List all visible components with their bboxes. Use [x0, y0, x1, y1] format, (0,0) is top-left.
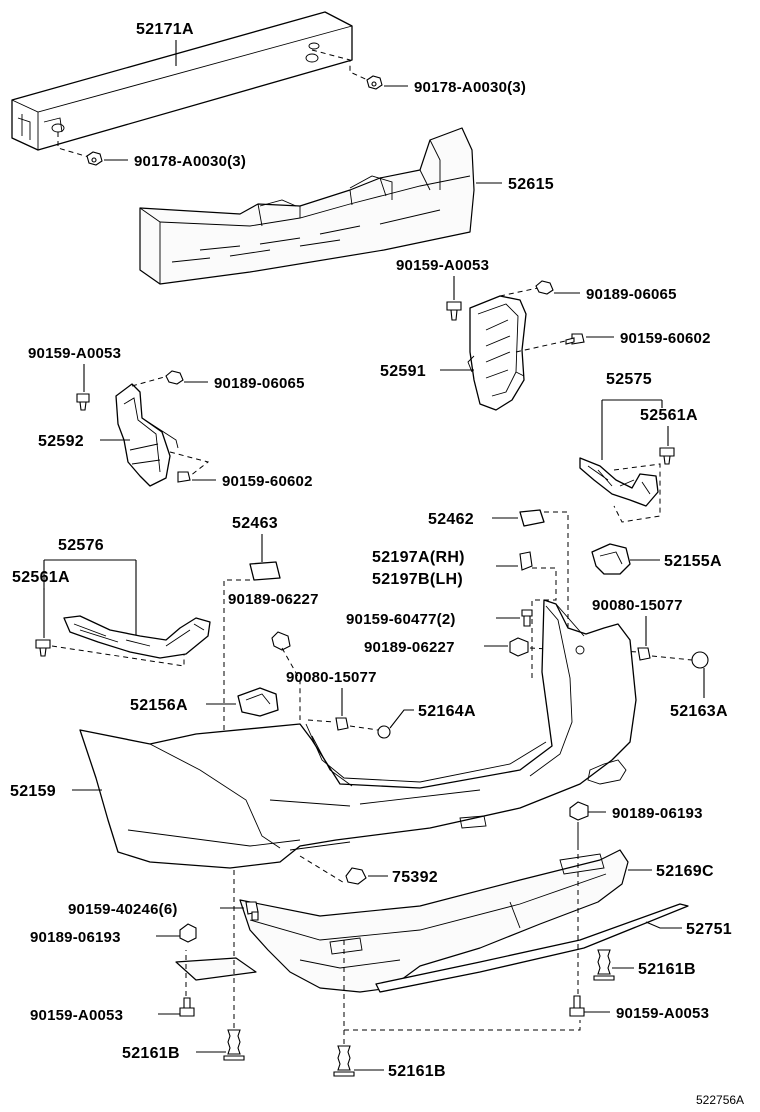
svg-text:75392: 75392	[392, 869, 438, 886]
callout-52161b-left: 52161B	[122, 870, 245, 1062]
callout-52576: 52576	[43, 537, 137, 636]
svg-text:90159-60477(2): 90159-60477(2)	[346, 611, 456, 628]
callout-90189-06193-lh: 90189-06193	[30, 923, 257, 981]
nut-icon: 90178-A0030(3)	[57, 132, 246, 170]
callout-52171a: 52171A	[136, 21, 194, 66]
callout-52161b-center: 52161B	[333, 940, 581, 1080]
svg-text:52561A: 52561A	[640, 407, 698, 424]
callout-52155a: 52155A	[591, 543, 722, 575]
svg-text:52169C: 52169C	[656, 863, 714, 880]
svg-text:52576: 52576	[58, 537, 104, 554]
callout-52161b-rh: 52161B	[593, 949, 696, 981]
bumper-bracket-rh-part	[467, 295, 527, 411]
side-retainer-lh-part	[63, 615, 211, 659]
bumper-reinforcement-part	[11, 11, 353, 151]
callout-90189-06065-lh: 90189-06065	[131, 370, 305, 392]
diagram-reference-id: 522756A	[696, 1093, 744, 1107]
svg-text:52197B(LH): 52197B(LH)	[372, 571, 463, 588]
svg-text:52163A: 52163A	[670, 703, 728, 720]
bumper-bracket-lh-part	[115, 383, 179, 487]
svg-text:90159-A0053: 90159-A0053	[396, 257, 489, 274]
svg-text:90189-06193: 90189-06193	[30, 929, 121, 946]
svg-text:52591: 52591	[380, 363, 426, 380]
svg-text:52171A: 52171A	[136, 21, 194, 38]
svg-text:90080-15077: 90080-15077	[286, 669, 377, 686]
svg-text:90189-06065: 90189-06065	[586, 286, 677, 303]
callout-90159-a0053-lh: 90159-A0053	[28, 345, 121, 411]
callout-52463: 52463	[182, 515, 281, 801]
svg-text:90189-06227: 90189-06227	[364, 639, 455, 656]
callout-52575: 52575	[601, 371, 663, 460]
svg-text:90178-A0030(3): 90178-A0030(3)	[414, 79, 526, 96]
callout-52156a: 52156A	[130, 687, 279, 717]
svg-text:52561A: 52561A	[12, 569, 70, 586]
svg-text:90189-06227: 90189-06227	[228, 591, 319, 608]
callout-52164a: 52164A	[377, 703, 476, 739]
callout-90159-60602: 90159-60602	[515, 330, 711, 353]
svg-text:52197A(RH): 52197A(RH)	[372, 549, 465, 566]
callout-90159-40246: 90159-40246(6)	[68, 901, 259, 921]
callout-52592: 52592	[38, 433, 130, 450]
svg-text:52164A: 52164A	[418, 703, 476, 720]
svg-text:52463: 52463	[232, 515, 278, 532]
svg-text:52751: 52751	[686, 921, 732, 938]
callout-52751: 52751	[645, 921, 732, 938]
svg-text:90189-06065: 90189-06065	[214, 375, 305, 392]
callout-52615: 52615	[476, 176, 554, 193]
svg-text:52462: 52462	[428, 511, 474, 528]
svg-text:52575: 52575	[606, 371, 652, 388]
svg-text:52161B: 52161B	[122, 1045, 180, 1062]
callout-90159-60477: 90159-60477(2)	[346, 609, 533, 628]
svg-text:90159-60602: 90159-60602	[222, 473, 313, 490]
callout-52169c: 52169C	[628, 863, 714, 880]
callout-90159-a0053-rh: 90159-A0053	[569, 826, 709, 1022]
lower-bumper-cover-part	[239, 849, 629, 993]
svg-text:52615: 52615	[508, 176, 554, 193]
svg-text:52592: 52592	[38, 433, 84, 450]
callout-52159: 52159	[10, 783, 102, 800]
svg-text:52155A: 52155A	[664, 553, 722, 570]
callout-90159-a0053: 90159-A0053	[396, 257, 489, 321]
svg-text:90178-A0030(3): 90178-A0030(3)	[134, 153, 246, 170]
nut-icon: 90178-A0030(3)	[311, 49, 526, 96]
svg-text:52161B: 52161B	[388, 1063, 446, 1080]
svg-text:90159-A0053: 90159-A0053	[30, 1007, 123, 1024]
callout-90159-60602-lh: 90159-60602	[169, 451, 313, 490]
callout-90159-a0053-lower: 90159-A0053	[30, 950, 195, 1024]
callout-52591: 52591	[380, 363, 474, 380]
callout-90189-06193-rh: 90189-06193	[569, 801, 703, 850]
svg-text:52161B: 52161B	[638, 961, 696, 978]
callout-90189-06065: 90189-06065	[499, 280, 677, 303]
svg-text:90159-A0053: 90159-A0053	[616, 1005, 709, 1022]
svg-text:52156A: 52156A	[130, 697, 188, 714]
svg-text:52159: 52159	[10, 783, 56, 800]
svg-text:90080-15077: 90080-15077	[592, 597, 683, 614]
callout-90189-06227-a: 90189-06227	[228, 591, 319, 720]
side-retainer-rh-part	[579, 457, 661, 523]
callout-52197a: 52197A(RH) 52197B(LH)	[372, 549, 557, 678]
callout-75392: 75392	[299, 855, 438, 886]
svg-text:90159-60602: 90159-60602	[620, 330, 711, 347]
callout-90080-15077-lh: 90080-15077	[286, 669, 379, 731]
callout-52462: 52462	[428, 509, 569, 680]
callout-52561a-rh: 52561A	[640, 407, 698, 465]
callout-52561a-lh: 52561A	[12, 569, 185, 667]
svg-text:90189-06193: 90189-06193	[612, 805, 703, 822]
svg-text:90159-40246(6): 90159-40246(6)	[68, 901, 178, 918]
callout-52163a: 52163A	[670, 651, 728, 720]
rear-bumper-cover-part	[79, 599, 637, 869]
callout-90189-06227-b: 90189-06227	[364, 637, 567, 657]
svg-text:90159-A0053: 90159-A0053	[28, 345, 121, 362]
energy-absorber-part	[139, 127, 475, 285]
moulding-strip-part	[375, 903, 689, 993]
